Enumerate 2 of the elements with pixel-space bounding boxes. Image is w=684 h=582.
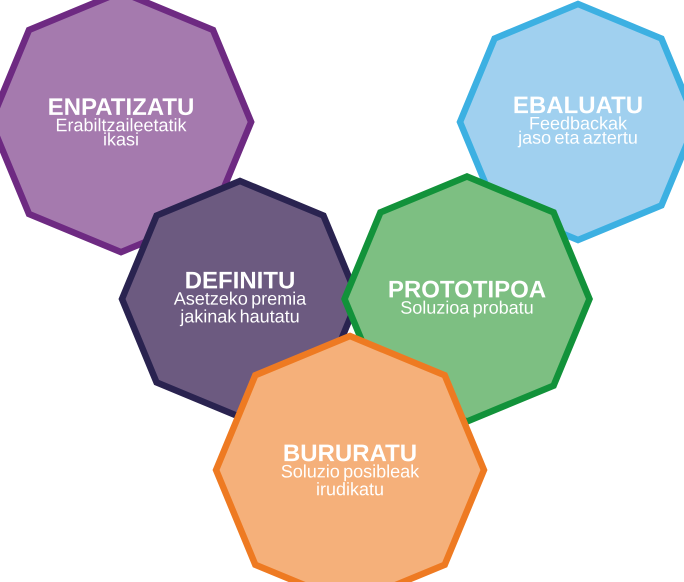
octagon: BURURATU Soluzio posibleak irudikatu — [212, 332, 488, 582]
octagon: ENPATIZATU Erabiltzaileetatik ikasi — [0, 0, 255, 256]
